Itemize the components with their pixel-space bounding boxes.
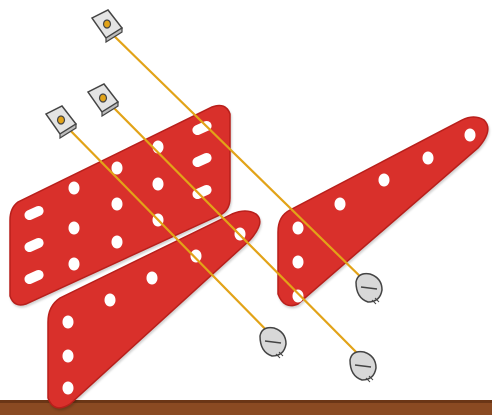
plate-hole — [423, 152, 434, 165]
square-nut-1 — [92, 10, 122, 42]
bolt-2 — [260, 328, 286, 358]
plate-hole — [379, 174, 390, 187]
plate-hole — [335, 198, 346, 211]
plate-hole — [112, 236, 123, 249]
bolt-3 — [350, 352, 376, 382]
plate-hole — [63, 316, 74, 329]
triangle-plate-right — [278, 117, 488, 306]
plate-hole — [69, 222, 80, 235]
plate-hole — [293, 256, 304, 269]
plate-hole — [69, 258, 80, 271]
plate-hole — [465, 129, 476, 142]
triangle-plate-right-body — [278, 117, 488, 306]
plate-hole — [63, 382, 74, 395]
square-nut-2 — [88, 84, 118, 116]
bolt-1 — [356, 274, 382, 304]
plate-hole — [153, 178, 164, 191]
nut-hole — [104, 20, 111, 28]
nut-hole — [100, 94, 107, 102]
nut-hole — [58, 116, 65, 124]
plate-hole — [112, 198, 123, 211]
plate-hole — [63, 350, 74, 363]
plate-hole — [293, 222, 304, 235]
plate-hole — [147, 272, 158, 285]
plate-hole — [69, 182, 80, 195]
plate-hole — [105, 294, 116, 307]
